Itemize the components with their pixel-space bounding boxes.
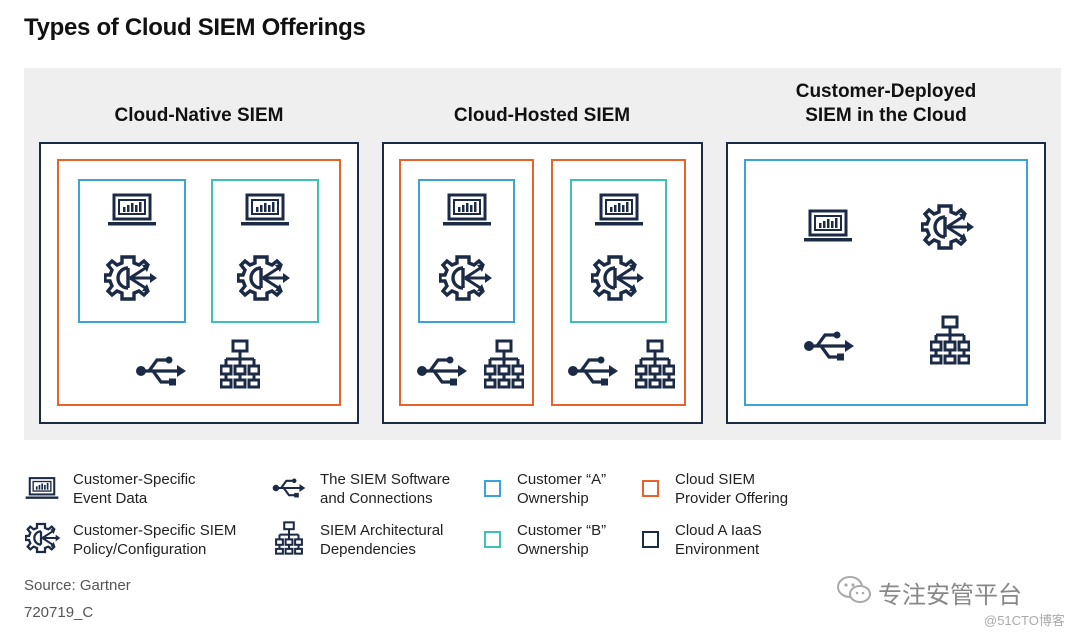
provider-offering-box-native bbox=[57, 159, 341, 406]
usb-icon bbox=[135, 355, 187, 387]
customer-b-swatch bbox=[484, 521, 503, 555]
customer-b-box-hosted bbox=[570, 179, 667, 323]
provider-offering-box-hosted-a bbox=[399, 159, 534, 406]
hierarchy-icon bbox=[272, 521, 306, 555]
customer-a-box-native bbox=[78, 179, 186, 323]
laptop-chart-icon bbox=[594, 193, 644, 229]
figure-code: 720719_C bbox=[24, 604, 94, 621]
legend-iaas-environment: Cloud A IaaS Environment bbox=[642, 521, 762, 559]
laptop-chart-icon bbox=[803, 209, 853, 245]
legend-label: Cloud SIEM Provider Offering bbox=[675, 471, 789, 507]
customer-a-box-deployed bbox=[744, 159, 1028, 406]
legend-label: Customer-Specific Event Data bbox=[73, 471, 196, 507]
laptop-chart-icon bbox=[442, 193, 492, 229]
legend-label: Customer “B” Ownership bbox=[517, 522, 607, 558]
legend-provider-offering: Cloud SIEM Provider Offering bbox=[642, 470, 788, 508]
legend-customer-a: Customer “A” Ownership bbox=[484, 470, 606, 508]
cloud-a-iaas-box-native bbox=[39, 142, 359, 424]
hierarchy-icon bbox=[220, 339, 260, 389]
provider-offering-box-hosted-b bbox=[551, 159, 686, 406]
iaas-environment-swatch bbox=[642, 521, 661, 555]
legend-customer-b: Customer “B” Ownership bbox=[484, 521, 606, 559]
cloud-a-iaas-box-hosted bbox=[382, 142, 703, 424]
usb-icon bbox=[803, 330, 855, 362]
hierarchy-icon bbox=[635, 339, 675, 389]
laptop-chart-icon bbox=[25, 470, 59, 504]
legend-event-data: Customer-Specific Event Data bbox=[25, 470, 196, 508]
usb-icon bbox=[416, 355, 468, 387]
provider-offering-swatch bbox=[642, 470, 661, 504]
gear-arrows-icon bbox=[921, 202, 975, 252]
gear-arrows-icon bbox=[237, 253, 291, 303]
laptop-chart-icon bbox=[107, 193, 157, 229]
hierarchy-icon bbox=[930, 315, 970, 365]
gear-arrows-icon bbox=[25, 521, 59, 555]
legend-label: SIEM Architectural Dependencies bbox=[320, 522, 444, 558]
customer-a-box-hosted bbox=[418, 179, 515, 323]
laptop-chart-icon bbox=[240, 193, 290, 229]
watermark-site: @51CTO博客 bbox=[984, 613, 1065, 628]
legend-label: Cloud A IaaS Environment bbox=[675, 522, 762, 558]
customer-a-swatch bbox=[484, 470, 503, 504]
watermark-account: 专注安管平台 bbox=[878, 582, 1022, 609]
hierarchy-icon bbox=[484, 339, 524, 389]
usb-icon bbox=[567, 355, 619, 387]
usb-icon bbox=[272, 470, 306, 504]
cloud-a-iaas-box-deployed bbox=[726, 142, 1046, 424]
page-title: Types of Cloud SIEM Offerings bbox=[24, 14, 366, 41]
customer-b-box-native bbox=[211, 179, 319, 323]
column-title-cloud-native: Cloud-Native SIEM bbox=[114, 105, 284, 126]
gear-arrows-icon bbox=[439, 253, 493, 303]
legend-label: Customer-Specific SIEM Policy/Configurat… bbox=[73, 522, 237, 558]
legend-label: Customer “A” Ownership bbox=[517, 471, 607, 507]
gear-arrows-icon bbox=[591, 253, 645, 303]
legend-policy-configuration: Customer-Specific SIEM Policy/Configurat… bbox=[25, 521, 236, 559]
legend-architectural-dependencies: SIEM Architectural Dependencies bbox=[272, 521, 443, 559]
column-title-customer-deployed: Customer-Deployed SIEM in the Cloud bbox=[795, 81, 977, 126]
column-title-cloud-hosted: Cloud-Hosted SIEM bbox=[453, 105, 631, 126]
wechat-icon bbox=[836, 575, 872, 610]
legend-software-connections: The SIEM Software and Connections bbox=[272, 470, 450, 508]
gear-arrows-icon bbox=[104, 253, 158, 303]
legend-label: The SIEM Software and Connections bbox=[320, 471, 451, 507]
source-note: Source: Gartner bbox=[24, 577, 131, 594]
